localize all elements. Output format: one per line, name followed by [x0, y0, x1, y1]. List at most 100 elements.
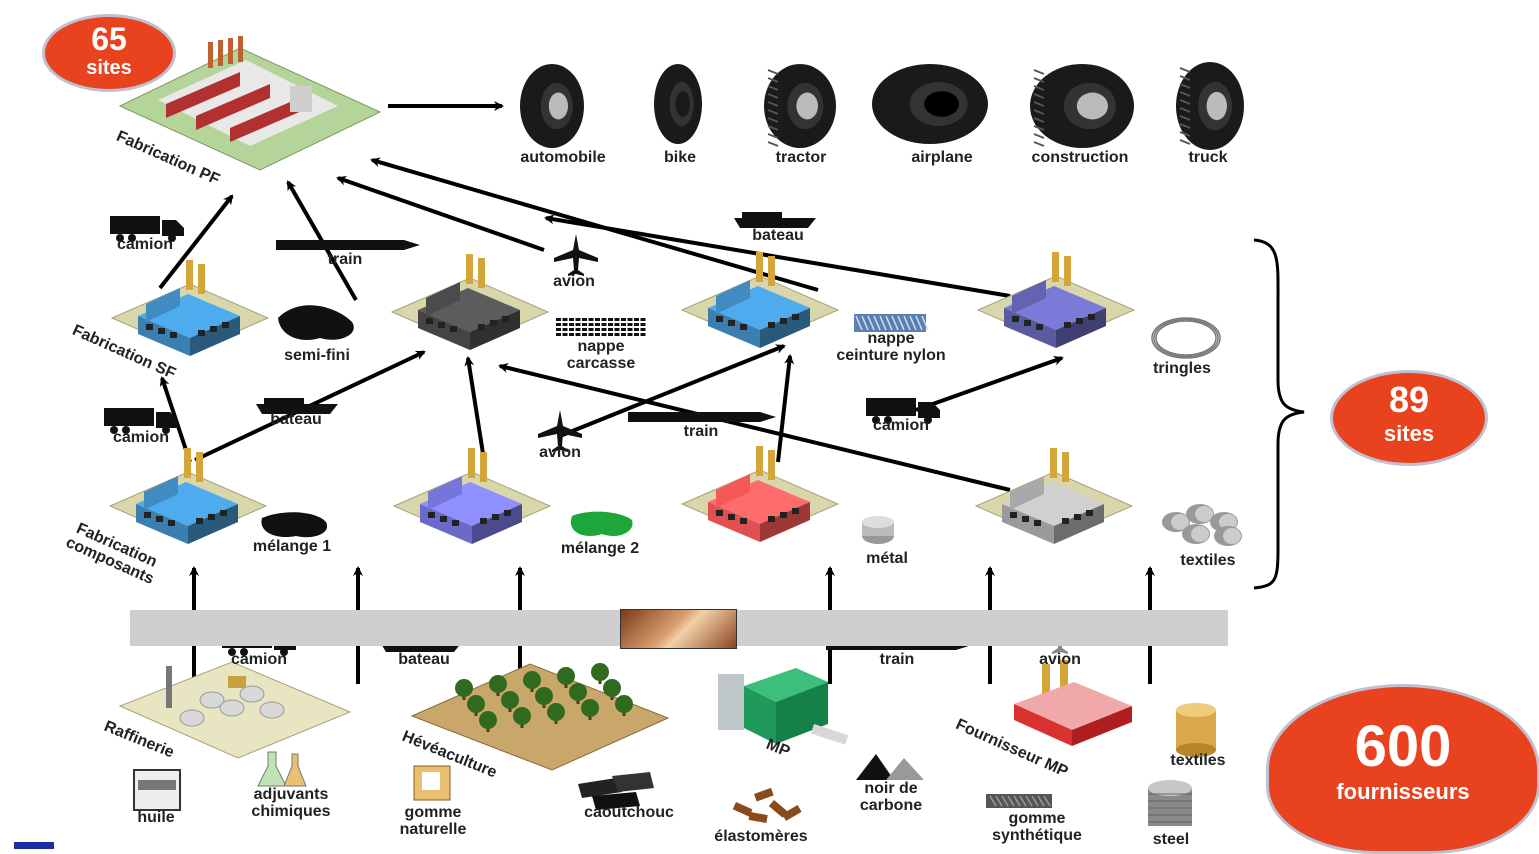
airplane-icon: [538, 410, 582, 452]
trailer: [110, 216, 160, 234]
plane-body: [538, 410, 582, 452]
factory-pf-icon: [118, 36, 382, 171]
cord: [608, 333, 613, 336]
deck: [742, 212, 782, 218]
raw-noir-carbone: noir de carbone: [859, 780, 923, 814]
tread: [767, 93, 779, 99]
tree-crown: [489, 675, 507, 693]
cab: [162, 220, 184, 236]
hull: [256, 404, 338, 414]
rim: [1206, 91, 1227, 121]
wire: [921, 315, 929, 331]
raw-elastomeres: élastomères: [714, 828, 808, 845]
window: [504, 510, 511, 516]
roof: [744, 668, 828, 702]
textile-spool-icon: [1176, 703, 1216, 757]
upper-block: [146, 288, 180, 322]
boat-icon: [734, 212, 816, 228]
label-nappe-carcasse: nappe carcasse: [566, 338, 636, 372]
raw-steel: steel: [1152, 831, 1190, 848]
window: [208, 514, 215, 520]
sheet-texture: [1043, 795, 1051, 807]
flask: [283, 753, 307, 787]
chimney: [756, 446, 763, 476]
transport-bateau-label: bateau: [270, 411, 322, 428]
chimney: [480, 452, 487, 482]
roll-face: [1171, 514, 1189, 530]
upper-block: [716, 280, 750, 314]
window: [728, 514, 735, 520]
tank: [239, 685, 265, 703]
tread: [767, 69, 779, 75]
tank: [179, 709, 205, 727]
wheel: [280, 648, 288, 656]
factory-composants-icon: [108, 448, 268, 544]
tire-truck-icon: [1176, 62, 1244, 150]
wheel: [240, 648, 248, 656]
coil-top: [1148, 780, 1192, 796]
cord: [627, 318, 633, 321]
factory-tringles-icon: [976, 252, 1136, 348]
tree-crown: [569, 683, 587, 701]
product-label: tractor: [775, 149, 827, 166]
cord: [634, 333, 639, 336]
chimney: [478, 258, 485, 288]
cord: [588, 323, 594, 326]
cord: [575, 323, 581, 326]
transport-bateau-label: bateau: [752, 227, 804, 244]
raw-caoutchouc: caoutchouc: [584, 804, 674, 821]
trailer: [104, 408, 154, 426]
chimney: [768, 450, 775, 480]
raw-gomme-naturelle: gomme naturelle: [399, 804, 467, 838]
window: [1024, 320, 1031, 326]
tire-airplane-icon: [872, 64, 988, 144]
window: [768, 322, 775, 328]
tread: [1033, 77, 1045, 83]
cord: [575, 328, 581, 331]
tread: [1179, 115, 1191, 121]
chimney: [1052, 252, 1059, 282]
tree-crown: [455, 679, 473, 697]
train-icon: [276, 240, 420, 250]
chimney: [1062, 452, 1069, 482]
cord: [562, 323, 568, 326]
cord: [608, 318, 613, 321]
flask: [257, 751, 287, 787]
wall-left: [744, 686, 776, 744]
wheel: [872, 416, 880, 424]
upper-block: [716, 474, 750, 508]
cord: [562, 333, 568, 336]
sheet-texture: [989, 795, 997, 807]
transport-camion-label: camion: [872, 417, 929, 434]
window: [1036, 324, 1043, 330]
tire-construction-icon: [1030, 64, 1134, 148]
oil-can-icon: [133, 769, 181, 811]
chimney: [1042, 664, 1050, 700]
window: [426, 318, 433, 324]
badge-number: 89: [1388, 379, 1430, 420]
cord: [621, 328, 626, 331]
tread: [767, 77, 779, 83]
cord: [627, 328, 633, 331]
cord: [608, 323, 613, 326]
tread: [1033, 125, 1045, 131]
upper-block: [428, 476, 462, 510]
raw-huile: huile: [137, 809, 175, 826]
wall-right: [1072, 706, 1132, 746]
window: [1064, 322, 1071, 328]
cord: [640, 333, 646, 336]
cord: [640, 323, 646, 326]
tree-crown: [581, 699, 599, 717]
cord: [569, 318, 574, 321]
flow-arrow: [498, 363, 1011, 492]
window: [452, 520, 459, 526]
window: [222, 322, 229, 328]
can-label: [138, 780, 176, 790]
truck-icon: [110, 216, 184, 242]
synthetic-rubber-icon: [986, 794, 1052, 808]
bead-ring: [1155, 320, 1217, 356]
window: [492, 514, 499, 520]
window: [196, 518, 203, 524]
window: [1088, 314, 1095, 320]
